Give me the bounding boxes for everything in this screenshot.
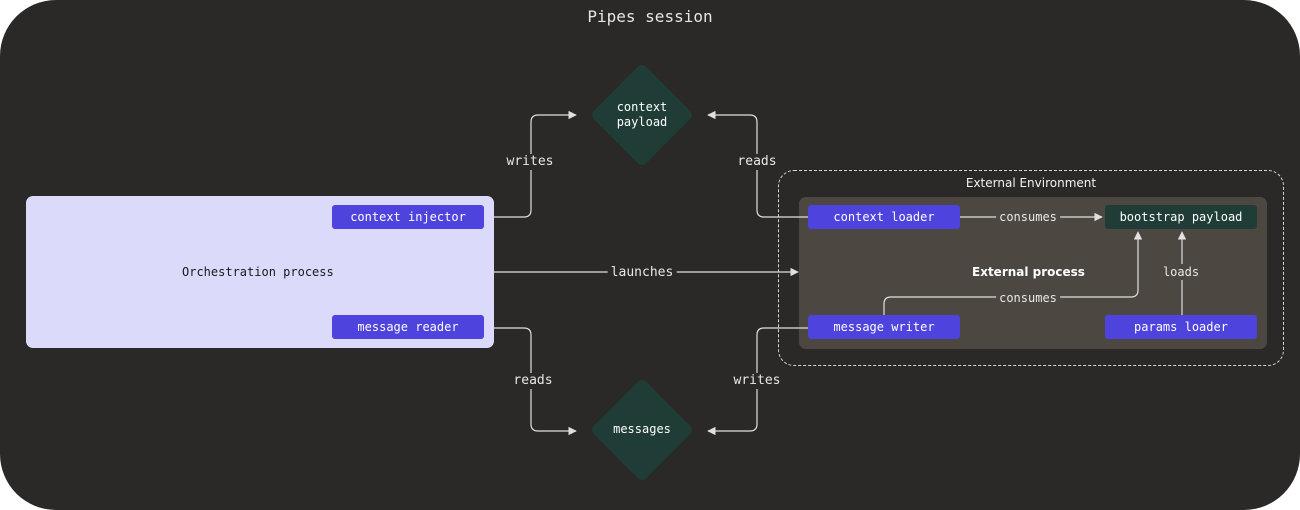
message-reader-node[interactable]: message reader (332, 315, 484, 339)
external-process-label: External process (972, 265, 1085, 279)
external-environment-boundary (778, 170, 1284, 366)
edge-label-writes-bottom: writes (730, 373, 784, 389)
edge-label-reads-top: reads (734, 154, 780, 170)
context-loader-node[interactable]: context loader (808, 205, 960, 229)
edge-label-reads-bottom: reads (510, 373, 556, 389)
edge-label-loads: loads (1159, 264, 1203, 280)
edge-label-writes-top: writes (503, 154, 557, 170)
edge-label-consumes-mid: consumes (996, 290, 1060, 306)
context-payload-label: context payload (580, 100, 704, 130)
messages-label: messages (613, 422, 671, 436)
context-injector-node[interactable]: context injector (332, 205, 484, 229)
edge-label-launches: launches (607, 265, 677, 281)
bootstrap-payload-node[interactable]: bootstrap payload (1105, 205, 1257, 229)
context-payload-label-line2: payload (616, 115, 668, 129)
edge-label-consumes-top: consumes (996, 209, 1060, 225)
orchestration-process-label: Orchestration process (182, 265, 334, 279)
message-writer-node[interactable]: message writer (808, 315, 960, 339)
params-loader-node[interactable]: params loader (1105, 315, 1257, 339)
session-title: Pipes session (587, 7, 713, 26)
external-environment-label: External Environment (965, 176, 1097, 190)
messages-diamond[interactable] (580, 368, 704, 492)
context-payload-label-line1: context (616, 100, 668, 114)
context-payload-diamond[interactable] (580, 53, 704, 177)
